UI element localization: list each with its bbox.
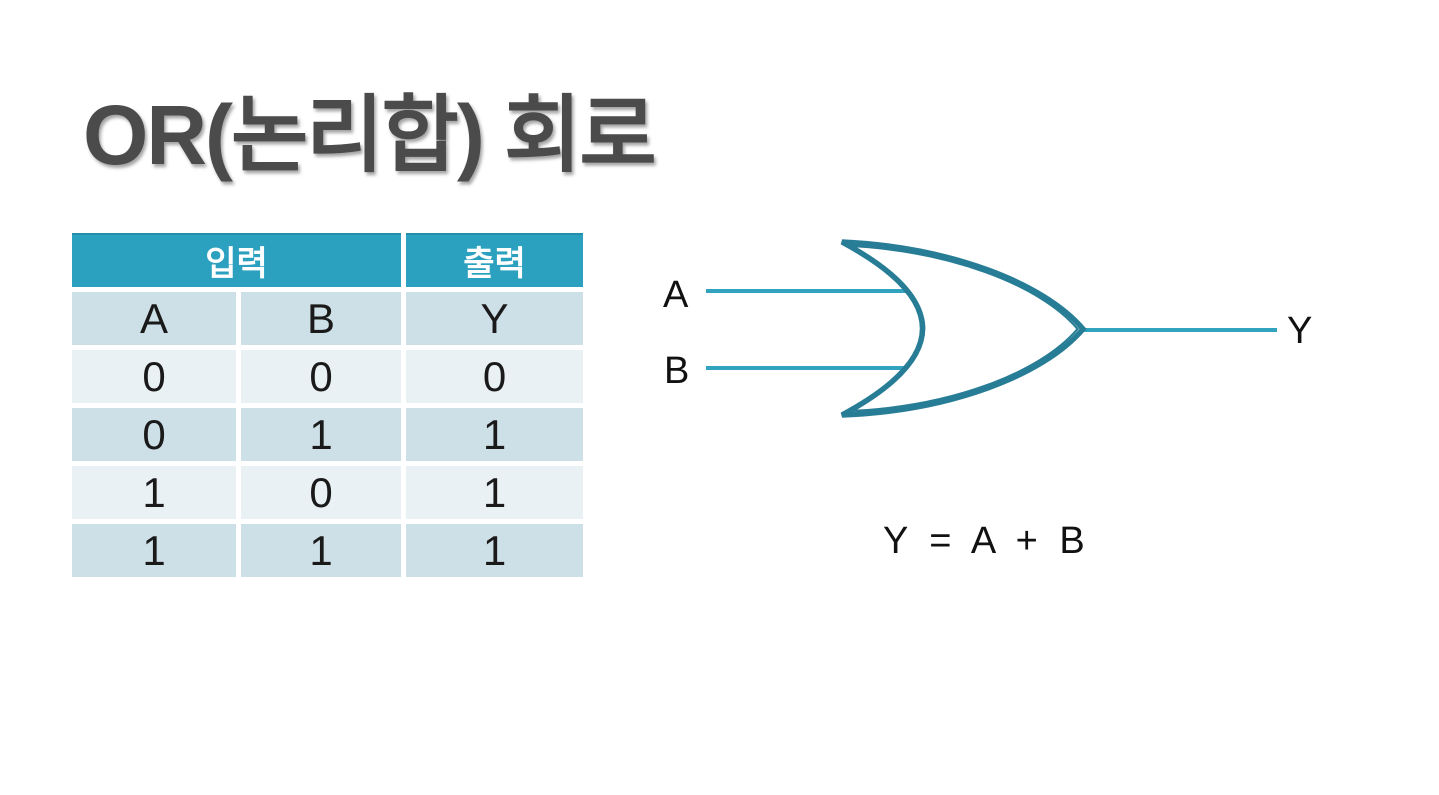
or-gate-outline-outer (840, 239, 1087, 418)
or-gate-outline-inner (846, 244, 1079, 413)
table-row: 0 1 1 (72, 408, 583, 461)
table-cell: 1 (241, 408, 401, 461)
truth-table: 입력 출력 A B Y 0 0 0 0 1 1 1 0 1 (67, 228, 588, 582)
table-cell: 1 (72, 466, 236, 519)
page-title: OR(논리합) 회로 (83, 88, 657, 182)
input-b-label: B (664, 350, 690, 392)
table-cell: 1 (72, 524, 236, 577)
output-y-label: Y (1287, 310, 1313, 352)
column-label-y: Y (406, 292, 583, 345)
truth-table-header-row: 입력 출력 (72, 233, 583, 287)
or-gate-diagram (706, 239, 1277, 418)
table-cell: 0 (72, 408, 236, 461)
table-cell: 1 (406, 524, 583, 577)
truth-table-columns-row: A B Y (72, 292, 583, 345)
truth-table-input-header: 입력 (72, 233, 401, 287)
table-cell: 0 (72, 350, 236, 403)
column-label-a: A (72, 292, 236, 345)
table-cell: 0 (241, 350, 401, 403)
table-cell: 1 (406, 466, 583, 519)
column-label-b: B (241, 292, 401, 345)
table-cell: 1 (241, 524, 401, 577)
truth-table-output-header: 출력 (406, 233, 583, 287)
input-a-label: A (663, 274, 689, 316)
table-row: 0 0 0 (72, 350, 583, 403)
table-cell: 0 (241, 466, 401, 519)
table-cell: 1 (406, 408, 583, 461)
table-cell: 0 (406, 350, 583, 403)
boolean-formula: Y = A + B (883, 520, 1087, 562)
table-row: 1 1 1 (72, 524, 583, 577)
table-row: 1 0 1 (72, 466, 583, 519)
